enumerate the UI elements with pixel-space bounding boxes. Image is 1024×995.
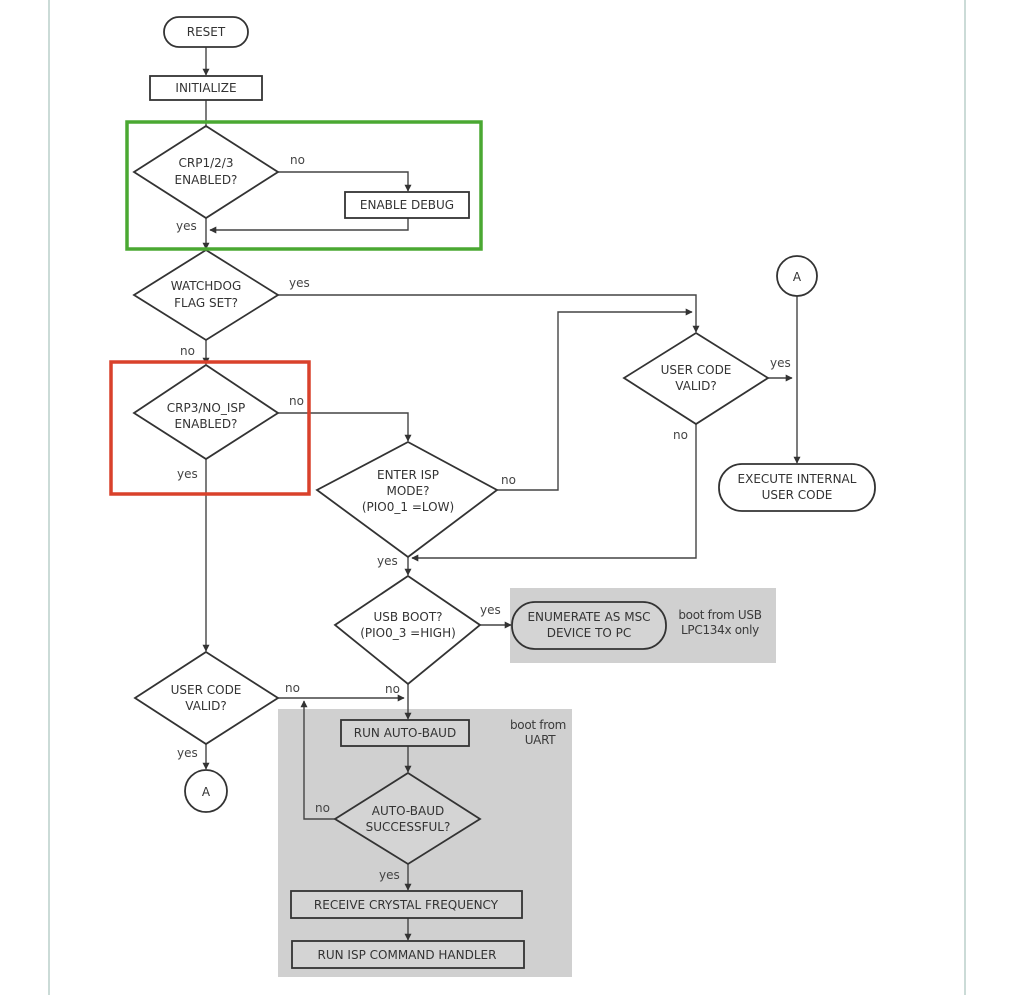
edge-label-crp3-no: no xyxy=(289,394,304,408)
edge-label-crp3-yes: yes xyxy=(177,467,198,481)
crp123-decision: CRP1/2/3 ENABLED? xyxy=(132,124,280,220)
reset-terminator: RESET xyxy=(163,16,249,48)
connector-a-top: A xyxy=(776,255,818,297)
ucv-right-label-line1: USER CODE xyxy=(661,363,732,377)
enable-debug-label: ENABLE DEBUG xyxy=(360,198,454,212)
run-isp-handler-process: RUN ISP COMMAND HANDLER xyxy=(291,940,525,969)
initialize-label: INITIALIZE xyxy=(175,81,236,95)
execute-label-line2: USER CODE xyxy=(762,488,833,502)
enter-isp-label-line1: ENTER ISP xyxy=(377,468,439,482)
page-right-border xyxy=(964,0,966,995)
ucv-right-label-line2: VALID? xyxy=(675,379,716,393)
enter-isp-label-line2: MODE? xyxy=(387,484,430,498)
execute-internal-terminator: EXECUTE INTERNAL USER CODE xyxy=(718,463,876,512)
uart-panel-note-line2: UART xyxy=(525,733,557,747)
edge-debug-merge xyxy=(209,218,409,234)
usb-boot-label-line2: (PIO0_3 =HIGH) xyxy=(360,626,456,640)
auto-baud-label-line1: AUTO-BAUD xyxy=(372,804,444,818)
watchdog-label-line2: FLAG SET? xyxy=(174,296,238,310)
edge-label-watchdog-no: no xyxy=(180,344,195,358)
edge-label-enter-isp-yes: yes xyxy=(377,554,398,568)
crp3-label-line1: CRP3/NO_ISP xyxy=(167,401,245,415)
enumerate-label-line2: DEVICE TO PC xyxy=(547,626,632,640)
ucv-left-label-line1: USER CODE xyxy=(171,683,242,697)
connector-a-top-label: A xyxy=(793,270,802,284)
watchdog-label-line1: WATCHDOG xyxy=(171,279,242,293)
receive-crystal-process: RECEIVE CRYSTAL FREQUENCY xyxy=(290,890,523,919)
enter-isp-decision: ENTER ISP MODE? (PIO0_1 =LOW) xyxy=(315,440,499,559)
watchdog-decision: WATCHDOG FLAG SET? xyxy=(132,248,280,342)
edge-label-auto-baud-yes: yes xyxy=(379,868,400,882)
connector-a-bottom: A xyxy=(184,769,228,813)
edge-label-ucv-left-yes: yes xyxy=(177,746,198,760)
run-isp-handler-label: RUN ISP COMMAND HANDLER xyxy=(318,948,497,962)
initialize-process: INITIALIZE xyxy=(149,75,263,101)
usb-panel-note-line1: boot from USB xyxy=(678,608,761,622)
user-code-valid-right-decision: USER CODE VALID? xyxy=(622,331,770,426)
enumerate-msc-terminator: ENUMERATE AS MSC DEVICE TO PC xyxy=(511,601,667,650)
edge-label-crp123-yes: yes xyxy=(176,219,197,233)
crp123-label-line2: ENABLED? xyxy=(175,173,238,187)
page-left-border xyxy=(48,0,50,995)
crp3-label-line2: ENABLED? xyxy=(175,417,238,431)
edge-label-ucv-right-yes: yes xyxy=(770,356,791,370)
enumerate-label-line1: ENUMERATE AS MSC xyxy=(527,610,650,624)
edge-label-auto-baud-no: no xyxy=(315,801,330,815)
uart-panel-note-line1: boot from xyxy=(510,718,566,732)
edge-crp3-no xyxy=(278,412,412,442)
usb-boot-decision: USB BOOT? (PIO0_3 =HIGH) xyxy=(333,574,482,686)
receive-crystal-label: RECEIVE CRYSTAL FREQUENCY xyxy=(314,898,499,912)
usb-boot-label-line1: USB BOOT? xyxy=(373,610,442,624)
edge-label-enter-isp-no: no xyxy=(501,473,516,487)
ucv-left-label-line2: VALID? xyxy=(185,699,226,713)
edge-watchdog-yes xyxy=(278,294,700,333)
connector-a-bottom-label: A xyxy=(202,785,211,799)
edges xyxy=(202,47,801,941)
crp3-no-isp-decision: CRP3/NO_ISP ENABLED? xyxy=(132,363,280,461)
enter-isp-label-line3: (PIO0_1 =LOW) xyxy=(362,500,454,514)
edge-label-ucv-right-no: no xyxy=(673,428,688,442)
edge-autobaud-no xyxy=(300,700,335,820)
run-auto-baud-process: RUN AUTO-BAUD xyxy=(340,719,470,747)
edge-label-usb-boot-yes: yes xyxy=(480,603,501,617)
edge-ucv-right-no xyxy=(411,424,697,562)
edge-label-ucv-left-no: no xyxy=(285,681,300,695)
auto-baud-successful-decision: AUTO-BAUD SUCCESSFUL? xyxy=(333,771,482,866)
edge-crp123-no xyxy=(278,171,412,192)
edge-enter-isp-no xyxy=(497,308,693,491)
edge-label-watchdog-yes: yes xyxy=(289,276,310,290)
reset-label: RESET xyxy=(187,25,226,39)
user-code-valid-left-decision: USER CODE VALID? xyxy=(133,650,280,746)
edge-label-crp123-no: no xyxy=(290,153,305,167)
auto-baud-label-line2: SUCCESSFUL? xyxy=(366,820,451,834)
usb-panel-note-line2: LPC134x only xyxy=(681,623,759,637)
green-highlight-box xyxy=(125,120,483,251)
enable-debug-process: ENABLE DEBUG xyxy=(344,191,470,219)
red-highlight-box xyxy=(109,360,311,496)
crp123-label-line1: CRP1/2/3 xyxy=(179,156,234,170)
edge-label-usb-boot-no: no xyxy=(385,682,400,696)
run-auto-baud-label: RUN AUTO-BAUD xyxy=(354,726,456,740)
execute-label-line1: EXECUTE INTERNAL xyxy=(738,472,857,486)
